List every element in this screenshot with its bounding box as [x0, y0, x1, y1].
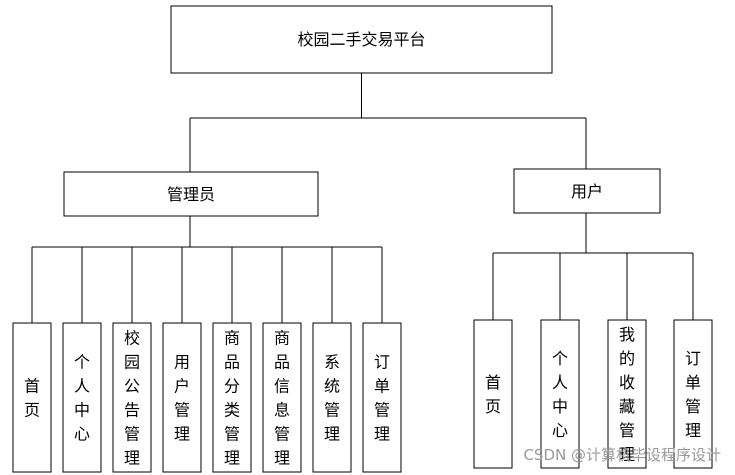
user-leaf-label: 首页	[485, 373, 501, 416]
root-connectors	[189, 73, 587, 172]
admin-leaf-7: 系统管理	[312, 322, 352, 473]
root-node: 校园二手交易平台	[170, 5, 553, 74]
admin-leaf-6: 商品信息管理	[262, 322, 302, 473]
user-connectors	[492, 213, 694, 320]
admin-leaf-label: 用户管理	[174, 353, 190, 444]
admin-leaf-label: 商品信息管理	[274, 329, 290, 468]
role-node-admin: 管理员	[63, 171, 319, 217]
admin-leaf-1: 首页	[12, 322, 52, 473]
user-leaf-label: 订单管理	[685, 349, 701, 440]
user-leaf-3: 我的收藏管理	[607, 319, 647, 469]
role-node-user: 用户	[513, 168, 661, 214]
admin-leaf-2: 个人中心	[62, 322, 102, 473]
user-leaf-1: 首页	[473, 319, 513, 469]
user-leaf-4: 订单管理	[673, 319, 713, 469]
user-leaf-label: 我的收藏管理	[619, 325, 635, 464]
admin-leaf-label: 校园公告管理	[124, 329, 140, 468]
admin-connectors	[31, 216, 383, 323]
admin-leaf-3: 校园公告管理	[112, 322, 152, 473]
role-label-user: 用户	[571, 182, 603, 201]
user-leaf-label: 个人中心	[552, 349, 568, 440]
role-label-admin: 管理员	[167, 185, 215, 204]
admin-leaf-8: 订单管理	[362, 322, 402, 473]
watermark-text: CSDN @计算机毕设程序设计	[523, 446, 721, 464]
admin-leaf-label: 个人中心	[74, 353, 90, 444]
admin-leaf-label: 商品分类管理	[224, 329, 240, 468]
admin-leaf-label: 订单管理	[374, 353, 390, 444]
admin-leaf-5: 商品分类管理	[212, 322, 252, 473]
root-label: 校园二手交易平台	[297, 30, 425, 49]
admin-leaf-label: 首页	[24, 377, 40, 420]
admin-leaf-label: 系统管理	[324, 353, 340, 444]
user-leaf-2: 个人中心	[540, 319, 580, 469]
admin-leaf-4: 用户管理	[162, 322, 202, 473]
